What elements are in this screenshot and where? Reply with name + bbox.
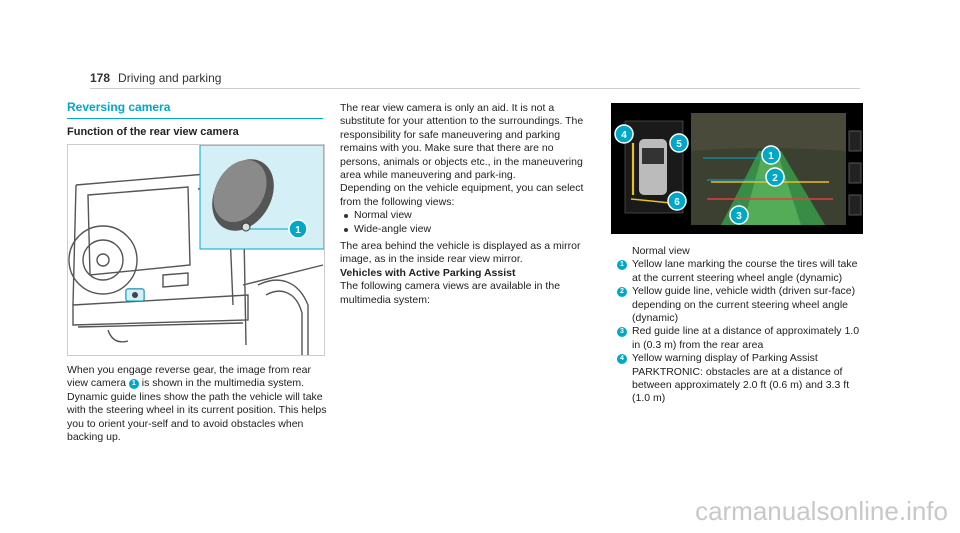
watermark: carmanualsonline.info [695, 496, 948, 526]
callout-1: 1 [295, 225, 301, 236]
bullet-icon [344, 227, 348, 232]
parking-assist-heading: Vehicles with Active Parking Assist [340, 266, 516, 279]
legend-title: Normal view [632, 245, 690, 257]
subsection-title: Function of the rear view camera [67, 126, 239, 138]
legend-text: Yellow warning display of Parking Assist… [632, 352, 850, 405]
bullet-text: Normal view [354, 209, 412, 222]
legend-badge: 1 [617, 260, 627, 271]
bullet-wide-angle-view: Wide-angle view [344, 223, 596, 236]
camera-views-paragraph: The following camera views are available… [340, 280, 561, 306]
aid-paragraph: The rear view camera is only an aid. It … [340, 102, 584, 182]
views-paragraph: Depending on the vehicle equipment, you … [340, 182, 584, 208]
mirror-paragraph: The area behind the vehicle is displayed… [340, 240, 581, 266]
camera-display-drawing: 1 2 3 4 5 6 [611, 103, 863, 234]
display-callout-6: 6 [674, 197, 680, 208]
vehicle-rear-illustration: 1 [67, 144, 325, 356]
bullet-normal-view: Normal view [344, 209, 596, 222]
vehicle-drawing: 1 [68, 145, 324, 355]
column-2-text: The rear view camera is only an aid. It … [340, 102, 596, 307]
display-callout-3: 3 [736, 211, 742, 222]
section-divider [67, 118, 323, 119]
page-number: 178 [90, 71, 111, 85]
legend-item: 1 Yellow lane marking the course the tire… [617, 258, 867, 285]
section-title: Reversing camera [67, 100, 171, 114]
display-callout-5: 5 [676, 139, 682, 150]
bullet-icon [344, 214, 348, 219]
legend-item: 3 Red guide line at a distance of approxi… [617, 325, 867, 352]
header-divider [90, 88, 860, 89]
legend-item: 4 Yellow warning display of Parking Assis… [617, 352, 867, 406]
display-callout-2: 2 [772, 173, 778, 184]
display-callout-1: 1 [768, 151, 774, 162]
legend-text: Yellow lane marking the course the tires… [632, 258, 858, 284]
legend-text: Yellow guide line, vehicle width (driven… [632, 285, 856, 325]
legend-badge: 2 [617, 287, 627, 298]
chapter-title: Driving and parking [118, 71, 222, 85]
intro-text-1: When you engage reverse gear, the image … [67, 364, 311, 390]
page-header: 178 Driving and parking [90, 71, 221, 85]
legend-badge: 3 [617, 327, 627, 338]
intro-text-2: is shown in the multimedia system. Dynam… [67, 377, 327, 444]
legend-text: Red guide line at a distance of approxim… [632, 325, 860, 351]
callout-1-inline: 1 [128, 378, 139, 389]
camera-display-screenshot: 1 2 3 4 5 6 [611, 103, 863, 234]
intro-paragraph: When you engage reverse gear, the image … [67, 364, 329, 444]
figure-legend: Normal view 1 Yellow lane marking the cou… [617, 245, 867, 406]
legend-badge: 4 [617, 354, 627, 365]
display-callout-4: 4 [621, 130, 627, 141]
bullet-text: Wide-angle view [354, 222, 432, 235]
legend-item: 2 Yellow guide line, vehicle width (drive… [617, 285, 867, 325]
